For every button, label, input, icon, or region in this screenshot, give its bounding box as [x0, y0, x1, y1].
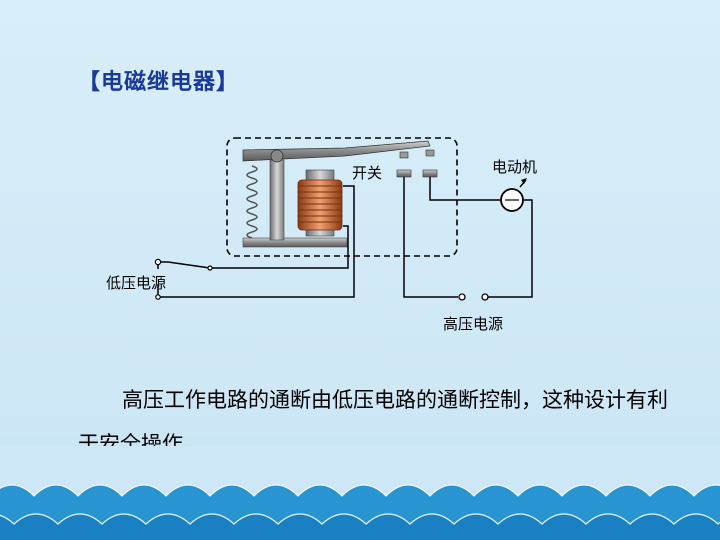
low-voltage-source-label: 低压电源 [106, 274, 167, 292]
base-plate [242, 237, 348, 248]
relay-diagram [154, 137, 533, 301]
high-voltage-terminal-right [481, 293, 489, 301]
slide-title: 【电磁继电器】 [78, 70, 240, 95]
contact-lower-right [422, 169, 438, 178]
switch-label: 开关 [352, 164, 383, 182]
contact-lower-left [396, 169, 412, 178]
spring [246, 165, 258, 239]
armature-pivot [270, 149, 284, 163]
decorative-waves [0, 446, 720, 540]
motor-label: 电动机 [492, 158, 538, 176]
coil [297, 179, 343, 231]
high-voltage-source-label: 高压电源 [443, 315, 504, 333]
contact-upper-right [425, 149, 435, 157]
armature-lever [242, 140, 431, 162]
high-voltage-wires [403, 177, 533, 298]
low-voltage-switch [167, 261, 211, 269]
explanation-paragraph: 高压工作电路的通断由低压电路的通断控制，这种设计有利于安全操作。 [78, 388, 668, 456]
armature-post [269, 159, 285, 241]
contact-upper-left [399, 151, 409, 159]
low-voltage-terminal [154, 258, 162, 266]
high-voltage-terminal-left [458, 293, 466, 301]
